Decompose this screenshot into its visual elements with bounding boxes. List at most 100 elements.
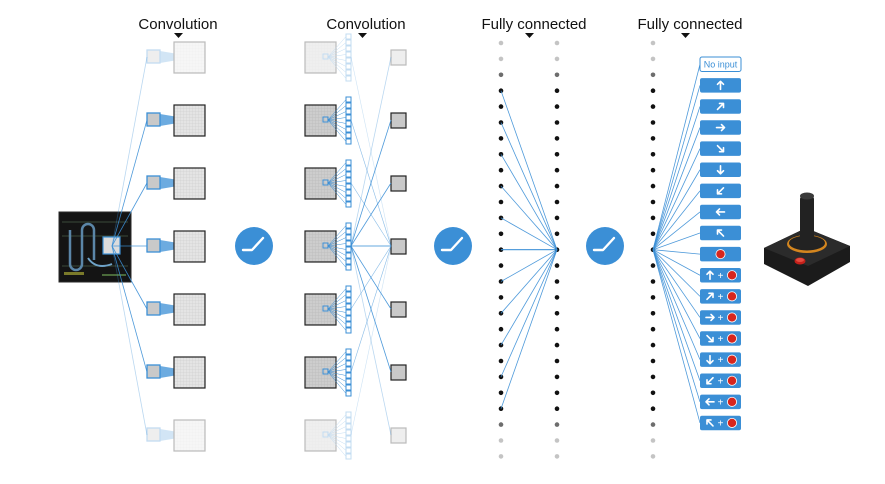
fc2-node (554, 136, 560, 141)
fc2-node (554, 167, 560, 173)
relu-icon (235, 227, 273, 265)
feature-map (173, 104, 206, 137)
fc1-node (498, 390, 504, 396)
title-marker-fc2 (681, 33, 690, 38)
stage-title-conv1: Convolution (138, 16, 217, 33)
filter-weight (345, 309, 352, 316)
filter-weight (345, 429, 352, 436)
down-arrow-icon (716, 164, 725, 175)
fc2-node (554, 279, 560, 284)
action-button: + (700, 415, 741, 431)
action-button (700, 225, 741, 241)
input-connection (111, 56, 148, 247)
action-button: No input (699, 56, 742, 72)
conv2-filter (304, 222, 407, 271)
filter-weight (345, 453, 352, 460)
fc1-node (498, 422, 504, 427)
up-right-arrow-icon (716, 102, 725, 111)
filter-weight (345, 114, 352, 121)
fire-button-icon (727, 375, 738, 386)
action-button (700, 246, 741, 262)
action-label: No input (704, 60, 738, 70)
fc2-node (554, 183, 560, 189)
action-button (700, 183, 741, 199)
title-marker-conv1 (174, 33, 183, 38)
pooled-output (390, 427, 407, 444)
filter-weight (345, 63, 352, 70)
fc3-node (650, 183, 656, 189)
pooled-output (390, 238, 407, 255)
fire-button-icon (727, 291, 738, 302)
conv1-filter (146, 104, 206, 137)
conv2-filter (304, 33, 407, 82)
feature-map (173, 167, 206, 200)
fire-button-icon (727, 312, 738, 323)
filter-weight (345, 45, 352, 52)
fc2-node (554, 390, 560, 396)
filter-weight (345, 435, 352, 442)
up-arrow-icon (706, 270, 714, 281)
fc2-node (554, 215, 560, 221)
fc2-node (554, 406, 560, 412)
fc2-node (554, 231, 560, 237)
fc2-node (554, 295, 560, 300)
filter-weight (345, 315, 352, 322)
fc2-node (554, 326, 560, 332)
filter-weight (345, 195, 352, 202)
down-arrow-icon (706, 354, 714, 365)
down-left-arrow-icon (716, 187, 725, 195)
filter-weight (345, 321, 352, 328)
filter-weight (345, 177, 352, 184)
action-button (700, 141, 741, 156)
fc3-node (650, 374, 656, 380)
fc1-node (498, 56, 504, 62)
fc3-node (650, 215, 656, 221)
action-button: + (700, 268, 741, 283)
action-button (700, 162, 741, 177)
fc3-node (650, 279, 656, 284)
filter-weight (345, 138, 352, 145)
feature-map (173, 356, 206, 389)
plus-label: + (718, 376, 724, 387)
fc3-node (650, 136, 656, 141)
relu-icon (434, 227, 472, 265)
filter-weight (345, 297, 352, 304)
fc2-node (554, 374, 560, 380)
fc1-node (498, 326, 504, 332)
filter-weight (345, 417, 352, 424)
conv1-filter (146, 167, 206, 200)
filter-weight (345, 447, 352, 454)
filter-weight (345, 228, 352, 235)
filter-weight (345, 246, 352, 253)
filter-weight (345, 252, 352, 259)
input-frame (58, 211, 132, 283)
input-connection (111, 245, 148, 310)
feature-map (304, 356, 337, 389)
fc2-node (554, 40, 560, 46)
input-connection (111, 245, 148, 436)
filter-weight (345, 291, 352, 298)
input-connection (111, 119, 148, 247)
fc1-node (498, 263, 504, 268)
conv2-filter (304, 348, 407, 397)
fc3-node (650, 152, 656, 157)
plus-label: + (718, 418, 724, 429)
filter-weight (345, 201, 352, 208)
fc2-node (554, 454, 560, 459)
fc3-node (650, 422, 656, 427)
action-button: + (700, 289, 741, 304)
fc2-node (554, 358, 560, 364)
pooled-output (390, 364, 407, 381)
fc2-node (554, 342, 560, 348)
filter-weight (345, 222, 352, 229)
filter-weight (345, 258, 352, 265)
fc2-node (554, 263, 560, 268)
fc3-node (650, 72, 656, 78)
filter-weight (345, 75, 352, 82)
right-arrow-icon (705, 313, 715, 322)
fc3-node (650, 406, 656, 412)
down-right-arrow-icon (716, 144, 725, 153)
conv1-filter (146, 41, 206, 74)
feature-map (173, 230, 206, 263)
